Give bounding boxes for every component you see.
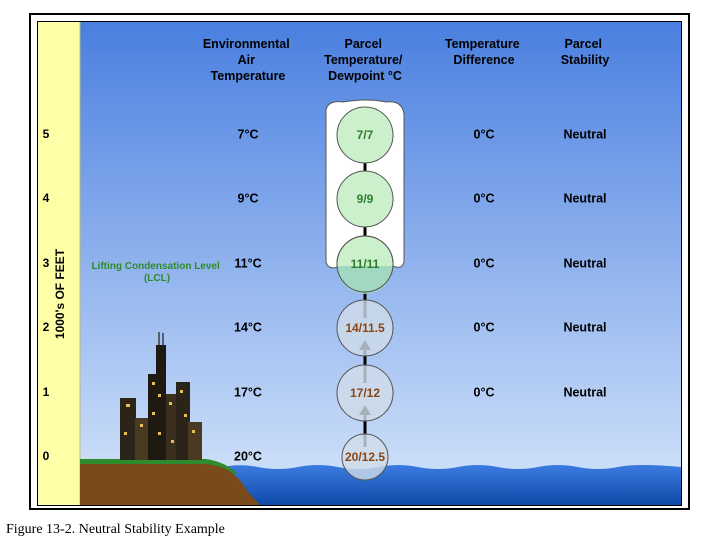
parcel-temperature-dewpoint: 9/9 — [357, 192, 374, 206]
altitude-label: 2 — [43, 320, 50, 334]
air-parcel — [336, 170, 394, 228]
header-environmental-temperature: Environmental Air Temperature — [203, 37, 293, 83]
figure-frame: Environmental Air Temperature Parcel Tem… — [29, 13, 690, 510]
environmental-temperature: 20°C — [234, 449, 262, 463]
altitude-label: 0 — [43, 449, 50, 463]
air-parcel — [336, 299, 394, 357]
altitude-label: 5 — [43, 127, 50, 141]
environmental-temperature: 9°C — [238, 191, 259, 205]
lcl-label: Lifting Condensation Level (LCL) — [91, 261, 222, 284]
altitude-axis-label: 1000's OF FEET — [53, 248, 67, 339]
figure-caption: Figure 13-2. Neutral Stability Example — [6, 522, 225, 537]
air-parcel — [341, 433, 389, 481]
parcel-below-cloud-base — [337, 266, 393, 294]
environmental-temperature: 14°C — [234, 320, 262, 334]
altitude-axis-strip — [38, 22, 80, 505]
temperature-difference: 0°C — [474, 256, 495, 270]
header-parcel-temperature: Parcel Temperature/ Dewpoint °C — [324, 37, 406, 83]
temperature-difference: 0°C — [474, 385, 495, 399]
grass — [80, 459, 238, 474]
header-temperature-difference: Temperature Difference — [445, 37, 523, 67]
temperature-difference: 0°C — [474, 320, 495, 334]
altitude-label: 3 — [43, 256, 50, 270]
parcel-temperature-dewpoint: 7/7 — [357, 128, 374, 142]
parcel-temperature-dewpoint: 20/12.5 — [345, 450, 385, 464]
ground — [80, 462, 260, 505]
temperature-difference: 0°C — [474, 127, 495, 141]
parcel-temperature-dewpoint: 17/12 — [350, 386, 380, 400]
parcel-stability: Neutral — [563, 127, 606, 141]
environmental-temperature: 7°C — [238, 127, 259, 141]
water — [218, 465, 681, 505]
air-parcel — [336, 106, 394, 164]
temperature-difference: 0°C — [474, 191, 495, 205]
air-parcel — [336, 364, 394, 422]
parcel-stability: Neutral — [563, 191, 606, 205]
parcel-stability: Neutral — [563, 320, 606, 334]
altitude-label: 1 — [43, 385, 50, 399]
levels-layer: 5 7°C 7/7 0°C Neutral 4 9°C 9/9 0°C Neutral 3 11°C 1… — [43, 106, 607, 481]
altitude-label: 4 — [43, 191, 50, 205]
parcel-stability: Neutral — [563, 385, 606, 399]
air-parcel-outline — [336, 235, 394, 293]
environmental-temperature: 17°C — [234, 385, 262, 399]
parcel-temperature-dewpoint: 14/11.5 — [345, 321, 385, 335]
stability-diagram: Environmental Air Temperature Parcel Tem… — [38, 22, 681, 505]
header-parcel-stability: Parcel Stability — [561, 37, 610, 67]
parcel-temperature-dewpoint: 11/11 — [351, 257, 380, 271]
city-skyline — [120, 332, 202, 460]
parcel-stability: Neutral — [563, 256, 606, 270]
environmental-temperature: 11°C — [234, 256, 261, 270]
diagram-panel: Environmental Air Temperature Parcel Tem… — [37, 21, 682, 506]
